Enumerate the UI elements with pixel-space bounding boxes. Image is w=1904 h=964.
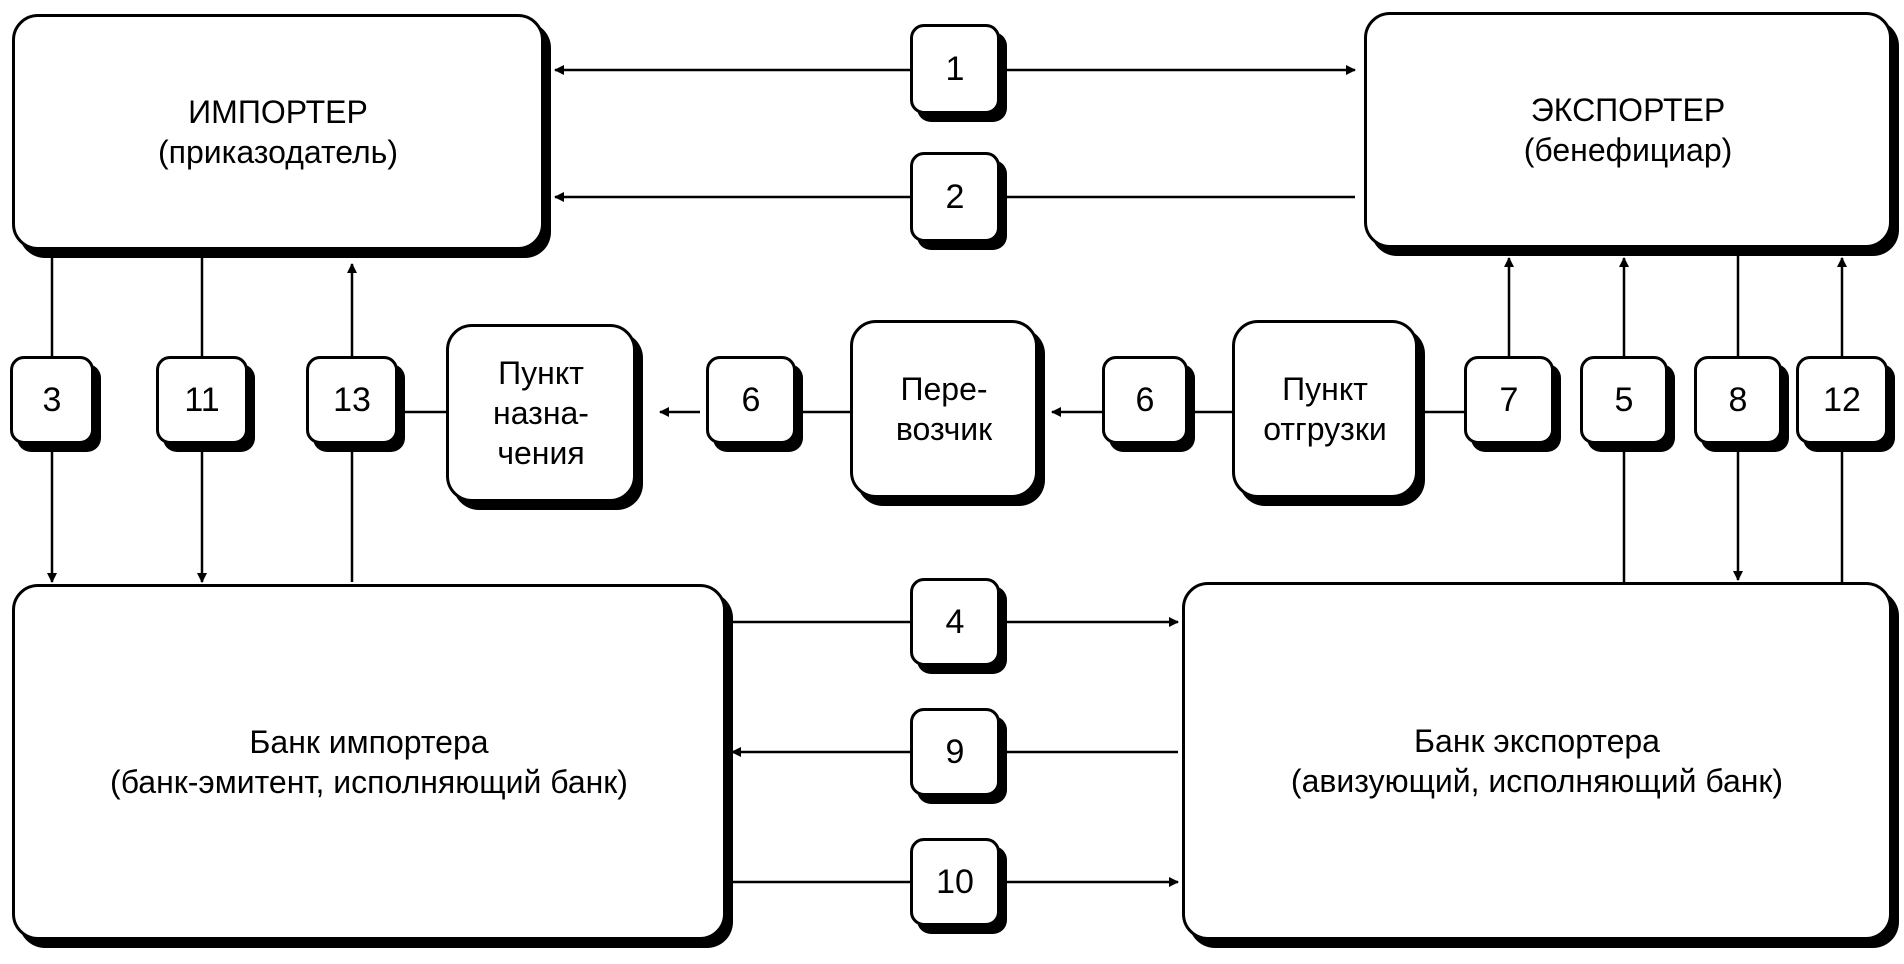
importer-bank-role: (банк-эмитент, исполняющий банк) bbox=[110, 764, 628, 800]
carrier-line2: возчик bbox=[895, 411, 993, 447]
carrier-box: Пере- возчик bbox=[850, 320, 1038, 498]
step-5-label: 5 bbox=[1614, 381, 1634, 419]
exporter-bank-box: Банк экспортера (авизующий, исполняющий … bbox=[1182, 582, 1892, 940]
importer-box: ИМПОРТЕР (приказодатель) bbox=[12, 14, 544, 250]
step-6a-box: 6 bbox=[706, 356, 796, 444]
step-13-label: 13 bbox=[333, 381, 371, 419]
exporter-bank-role: (авизующий, исполняющий банк) bbox=[1290, 763, 1784, 799]
destination-box: Пункт назна- чения bbox=[446, 324, 636, 502]
carrier-line1: Пере- bbox=[900, 371, 988, 407]
step-1-label: 1 bbox=[945, 50, 965, 88]
exporter-box: ЭКСПОРТЕР (бенефициар) bbox=[1364, 12, 1892, 248]
step-11-box: 11 bbox=[156, 356, 248, 444]
step-12-box: 12 bbox=[1796, 356, 1888, 444]
step-4-box: 4 bbox=[910, 578, 1000, 666]
step-7-box: 7 bbox=[1464, 356, 1554, 444]
step-10-box: 10 bbox=[910, 838, 1000, 926]
step-8-box: 8 bbox=[1694, 356, 1782, 444]
step-5-box: 5 bbox=[1580, 356, 1668, 444]
importer-name: ИМПОРТЕР bbox=[188, 94, 368, 130]
step-8-label: 8 bbox=[1728, 381, 1748, 419]
step-4-label: 4 bbox=[945, 603, 965, 641]
exporter-name: ЭКСПОРТЕР bbox=[1530, 92, 1726, 128]
importer-bank-name: Банк импортера bbox=[249, 724, 489, 760]
step-2-box: 2 bbox=[910, 152, 1000, 242]
step-9-box: 9 bbox=[910, 708, 1000, 796]
step-11-label: 11 bbox=[184, 381, 220, 419]
step-6b-box: 6 bbox=[1102, 356, 1188, 444]
step-12-label: 12 bbox=[1823, 381, 1861, 419]
step-7-label: 7 bbox=[1499, 381, 1519, 419]
step-3-box: 3 bbox=[10, 356, 94, 444]
destination-line2: назна- bbox=[493, 395, 589, 431]
importer-role: (приказодатель) bbox=[158, 134, 398, 170]
destination-line1: Пункт bbox=[498, 355, 584, 391]
shipment-box: Пункт отгрузки bbox=[1232, 320, 1418, 498]
step-3-label: 3 bbox=[42, 381, 62, 419]
importer-bank-box: Банк импортера (банк-эмитент, исполняющи… bbox=[12, 584, 726, 940]
step-13-box: 13 bbox=[306, 356, 398, 444]
shipment-line1: Пункт bbox=[1282, 371, 1368, 407]
destination-line3: чения bbox=[497, 435, 585, 471]
step-9-label: 9 bbox=[945, 733, 965, 771]
step-10-label: 10 bbox=[936, 863, 974, 901]
exporter-role: (бенефициар) bbox=[1523, 132, 1733, 168]
step-6b-label: 6 bbox=[1135, 381, 1155, 419]
exporter-bank-name: Банк экспортера bbox=[1414, 723, 1660, 759]
step-2-label: 2 bbox=[945, 178, 965, 216]
shipment-line2: отгрузки bbox=[1263, 411, 1387, 447]
step-6a-label: 6 bbox=[741, 381, 761, 419]
step-1-box: 1 bbox=[910, 24, 1000, 114]
